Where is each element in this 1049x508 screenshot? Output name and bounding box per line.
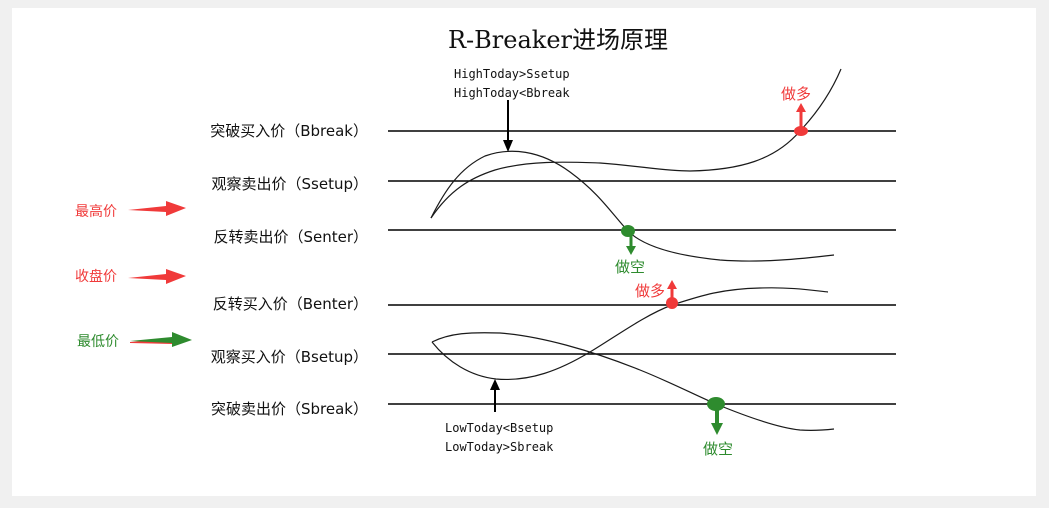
long-signal-top-label: 做多 xyxy=(781,85,811,103)
long-signal-bottom-marker-icon xyxy=(666,280,678,309)
low-condition-2: LowToday>Sbreak xyxy=(445,440,554,454)
level-label-bsetup: 观察买入价（Bsetup） xyxy=(211,348,368,366)
low-curve-reversal xyxy=(431,287,829,381)
price-ref-low-arrow-icon xyxy=(130,332,192,347)
short-signal-bottom-marker-icon xyxy=(707,397,725,435)
price-ref-low-label: 最低价 xyxy=(77,334,119,350)
low-condition-1: LowToday<Bsetup xyxy=(445,421,553,435)
low-condition-arrow-icon xyxy=(490,379,500,412)
low-curve-breakout xyxy=(431,332,835,432)
high-condition-2: HighToday<Bbreak xyxy=(454,86,570,100)
long-signal-bottom-label: 做多 xyxy=(635,282,665,300)
high-condition-arrow-icon xyxy=(503,100,513,152)
high-curve-reversal xyxy=(430,150,835,262)
price-ref-close-arrow-icon xyxy=(128,269,186,284)
level-label-benter: 反转买入价（Benter） xyxy=(213,295,368,313)
diagram-title: R-Breaker进场原理 xyxy=(448,26,668,54)
level-label-sbreak: 突破卖出价（Sbreak） xyxy=(211,400,368,418)
level-label-ssetup: 观察卖出价（Ssetup） xyxy=(212,175,368,193)
price-ref-high-label: 最高价 xyxy=(75,203,117,220)
short-signal-bottom-label: 做空 xyxy=(703,440,733,458)
short-signal-top-label: 做空 xyxy=(615,258,645,276)
short-signal-top-marker-icon xyxy=(621,225,636,255)
level-label-bbreak: 突破买入价（Bbreak） xyxy=(210,122,368,140)
diagram-panel xyxy=(12,8,1036,496)
long-signal-top-marker-icon xyxy=(794,103,808,136)
price-ref-close-label: 收盘价 xyxy=(75,268,117,285)
high-condition-1: HighToday>Ssetup xyxy=(454,67,570,81)
price-ref-high-arrow-icon xyxy=(128,201,186,216)
level-label-senter: 反转卖出价（Senter） xyxy=(213,228,368,246)
